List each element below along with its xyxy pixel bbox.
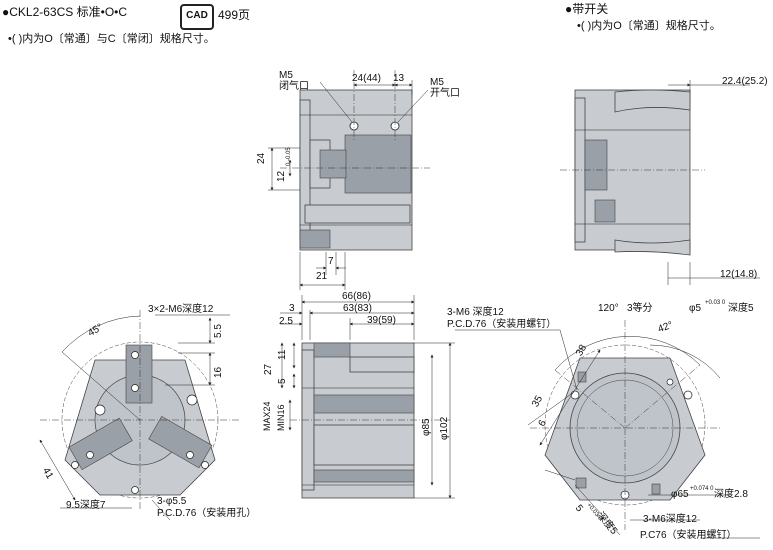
dim-7: 7 <box>328 256 334 267</box>
page-title: ●CKL2-63CS 标准•O•C <box>2 5 128 19</box>
side-view-drawing <box>280 295 455 499</box>
m5-close-label: M5 <box>279 70 293 81</box>
dim-63-83: 63(83) <box>343 303 372 314</box>
tol-12: 0 -0.05 <box>286 147 292 166</box>
dim-2-5: 2.5 <box>279 316 293 327</box>
switch-note: •( )内为O〔常通〕规格尺寸。 <box>577 20 721 32</box>
front-view-drawing <box>39 310 240 521</box>
dia-65-label: φ65 <box>671 489 689 500</box>
pcd-hole-label: P.C.D.76（安装用孔） <box>157 508 257 519</box>
m5-open-label: M5 <box>430 77 444 88</box>
dim-24-44: 24(44) <box>352 73 381 84</box>
dia-85: φ85 <box>421 418 432 436</box>
dim-16: 16 <box>213 366 224 378</box>
dim-39-59: 39(59) <box>367 315 396 326</box>
angle-120: 120° <box>598 303 619 314</box>
cad-label: CAD <box>186 10 208 21</box>
dia-65-tolerance: +0.074 0 <box>690 486 714 492</box>
close-port-label: 闭气口 <box>279 81 309 92</box>
dim-5: 5 <box>277 378 288 384</box>
dim-21: 21 <box>316 271 328 282</box>
mount-holes-label: 3×2-M6深度12 <box>148 304 214 315</box>
page-reference[interactable]: 499页 <box>218 8 251 22</box>
open-port-label: 开气口 <box>430 88 460 99</box>
pin-5-label: φ5 <box>689 303 702 314</box>
dim-13: 13 <box>393 73 405 84</box>
max-24: MAX24 <box>262 401 272 431</box>
dia-102: φ102 <box>439 416 450 440</box>
rear-view-drawing <box>455 320 760 539</box>
screw-label: 3-M6 深度12 <box>447 307 504 318</box>
dim-27: 27 <box>263 363 274 375</box>
dim-12-14-8: 12(14.8) <box>720 269 758 280</box>
equal-3-label: 3等分 <box>627 303 653 314</box>
cad-icon[interactable]: CAD <box>180 4 214 30</box>
min-16: MIN16 <box>276 404 286 431</box>
dim-66-86: 66(86) <box>342 291 371 302</box>
dim-24-vertical: 24 <box>256 152 267 164</box>
switch-view-drawing <box>560 80 760 285</box>
pin-5-tolerance: +0.03 0 <box>705 300 726 306</box>
dim-12-vertical: 12 <box>276 170 287 182</box>
top-view-drawing <box>268 70 430 290</box>
dim-5-5: 5.5 <box>213 324 224 338</box>
screw-label-2: 3-M6深度12 <box>643 514 697 525</box>
header-note: •( )内为O〔常通〕与C〔常闭〕规格尺寸。 <box>8 33 215 45</box>
pcd-screw-label-2: P.C76（安装用螺钉） <box>640 530 737 541</box>
dim-11: 11 <box>277 349 288 360</box>
dim-3: 3 <box>289 303 295 314</box>
dia-65-depth: 深度2.8 <box>714 489 748 500</box>
thru-hole-label: 3-φ5.5 <box>157 496 187 507</box>
switch-title: ●带开关 <box>565 2 609 16</box>
pin-depth-5: 深度5 <box>728 303 754 314</box>
pcd-screw-label: P.C.D.76（安装用螺钉） <box>447 319 557 330</box>
dim-22-4: 22.4(25.2) <box>722 76 768 87</box>
pin-hole-label: 9.5深度7 <box>66 500 106 511</box>
